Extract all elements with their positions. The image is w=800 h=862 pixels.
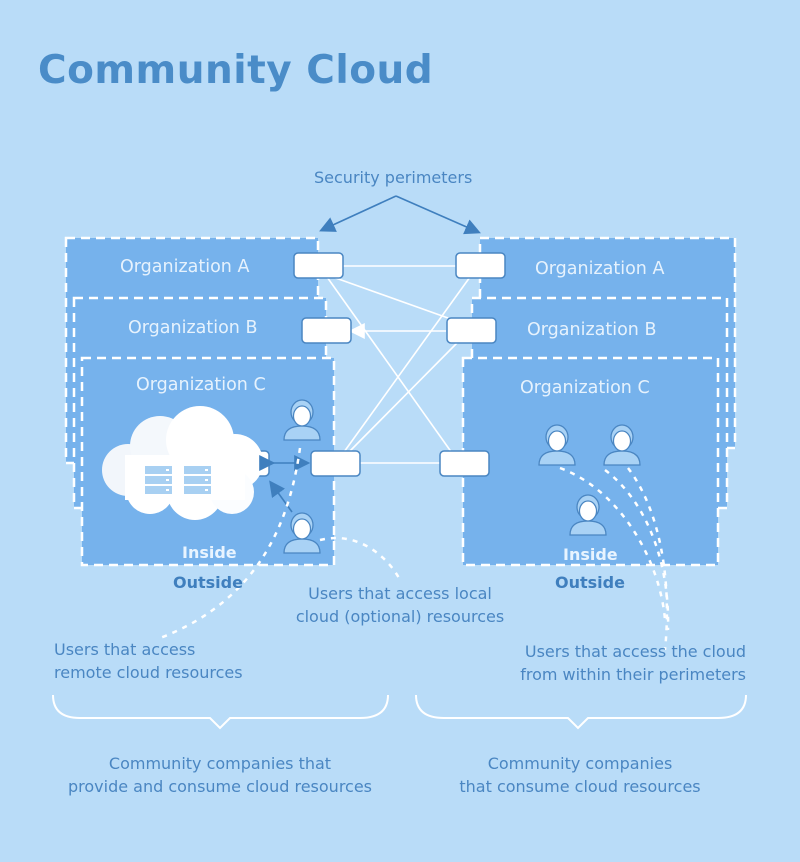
connection-line <box>347 342 458 454</box>
local-users-annotation: Users that access local cloud (optional)… <box>295 584 505 626</box>
connection-line <box>329 275 449 319</box>
gateway-right-a <box>455 252 506 279</box>
brace-left <box>52 694 389 730</box>
page-title: Community Cloud <box>38 48 434 93</box>
server-icon <box>145 466 172 494</box>
user-icon <box>603 424 641 466</box>
remote-user-path <box>159 447 302 640</box>
brace-right <box>415 694 747 730</box>
security-perimeter-arrows <box>319 195 481 235</box>
right-outside-label: Outside <box>555 573 625 592</box>
connection-line <box>326 276 453 454</box>
gateway-right-b <box>446 317 497 344</box>
security-perimeters-label: Security perimeters <box>314 168 473 187</box>
gateways <box>227 252 506 477</box>
right-group-caption: Community companies that consume cloud r… <box>459 754 701 796</box>
gateway-left-b <box>301 317 352 344</box>
gateway-connections <box>326 265 471 464</box>
remote-users-annotation: Users that access remote cloud resources <box>54 640 243 682</box>
right-inside-label: Inside <box>563 545 618 564</box>
user-icon <box>283 512 321 554</box>
left-org-a-label: Organization A <box>120 257 250 277</box>
user-paths <box>159 447 670 651</box>
user-icon <box>569 494 607 536</box>
user-icon <box>283 399 321 441</box>
within-users-annotation: Users that access the cloud from within … <box>520 642 746 684</box>
user-to-gateway-arrow <box>269 480 293 513</box>
server-icon <box>184 466 211 494</box>
local-user-path <box>319 536 402 581</box>
left-org-c-label: Organization C <box>136 375 266 395</box>
gateway-right-c <box>439 450 490 477</box>
left-group-caption: Community companies that provide and con… <box>67 754 373 796</box>
gateway-left-a <box>293 252 344 279</box>
left-outside-label: Outside <box>173 573 243 592</box>
local-access-arrows <box>259 455 311 513</box>
security-arrow-left <box>319 195 397 232</box>
left-org-b-label: Organization B <box>128 318 258 338</box>
security-arrow-right <box>395 195 481 235</box>
gateway-left-c-outer <box>310 450 361 477</box>
left-inside-label: Inside <box>182 543 237 562</box>
right-org-b-label: Organization B <box>527 320 657 340</box>
within-user-path-1 <box>559 466 667 621</box>
connection-line <box>343 276 471 453</box>
user-icon <box>538 424 576 466</box>
right-org-c-label: Organization C <box>520 378 650 398</box>
within-user-path-2 <box>604 469 670 631</box>
right-org-stack <box>461 236 737 567</box>
right-org-a-label: Organization A <box>535 259 665 279</box>
